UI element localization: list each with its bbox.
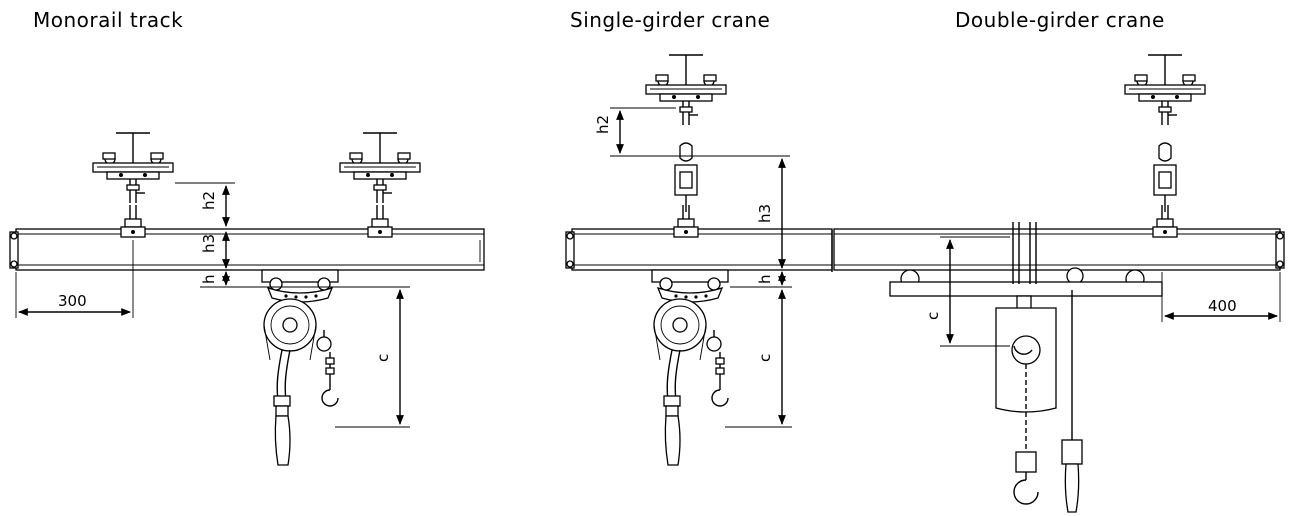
single-girder-crane-drawing: h2 h3 h c: [565, 54, 833, 466]
dim-h2-single: h2: [594, 115, 612, 134]
dim-300: 300: [58, 292, 87, 310]
dim-h-monorail: h: [200, 274, 218, 284]
dim-c-single: c: [756, 354, 774, 362]
dim-c-monorail: c: [374, 354, 392, 362]
title-double-girder-crane: Double-girder crane: [955, 8, 1165, 32]
double-girder-crane-drawing: c 400: [833, 54, 1285, 513]
dim-h3-single: h3: [756, 204, 774, 223]
dim-h3-monorail: h3: [200, 234, 218, 253]
monorail-track-drawing: h2 h3 h c 300: [9, 132, 485, 466]
dim-h-single: h: [756, 274, 774, 284]
title-single-girder-crane: Single-girder crane: [570, 8, 771, 32]
dim-c-double: c: [924, 312, 942, 320]
dim-400: 400: [1208, 297, 1237, 315]
dim-h2-monorail: h2: [200, 191, 218, 210]
title-monorail-track: Monorail track: [33, 8, 184, 32]
